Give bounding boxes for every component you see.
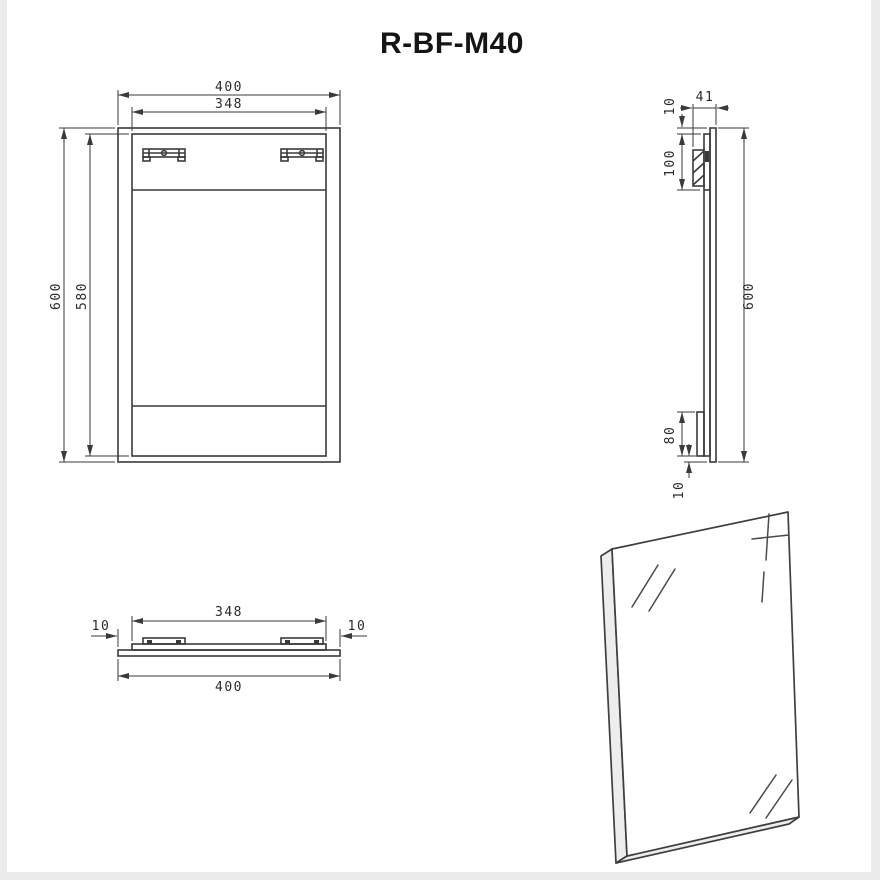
dim-front-width-outer: 400 [215, 80, 243, 95]
dim-bottom-width-outer: 400 [215, 680, 243, 695]
dim-front-height-inner: 580 [75, 282, 90, 310]
bottom-outline [117, 637, 341, 657]
perspective-view [600, 511, 800, 864]
dim-front-height-outer: 600 [49, 282, 64, 310]
front-view: 400 348 600 580 [49, 80, 341, 463]
front-bracket-right [280, 148, 324, 162]
dim-front-width-inner: 348 [215, 97, 243, 112]
dim-side-depth: 41 [696, 90, 715, 105]
front-outline [117, 127, 341, 463]
dim-bottom-left-edge: 10 [92, 619, 111, 634]
mirror-front-face [611, 511, 800, 857]
bottom-view: 348 10 10 400 [91, 605, 367, 695]
dim-side-bottom-inset: 10 [672, 481, 687, 500]
dim-side-bottom-pad: 80 [663, 426, 678, 445]
side-profile [692, 127, 717, 463]
front-bracket-left [142, 148, 186, 162]
reflection-marks [631, 513, 793, 819]
dim-bottom-right-edge: 10 [348, 619, 367, 634]
hanger-mark [705, 151, 709, 162]
side-view: 10 41 100 600 80 10 [663, 90, 757, 499]
front-dimensions [59, 90, 341, 463]
dim-bottom-width-inner: 348 [215, 605, 243, 620]
dim-side-bracket-zone: 100 [663, 149, 678, 177]
page-title: R-BF-M40 [380, 27, 524, 60]
dim-side-height: 600 [742, 282, 757, 310]
side-dimensions [677, 104, 749, 478]
bottom-dimensions [91, 616, 367, 681]
dim-side-top-inset: 10 [663, 97, 678, 116]
